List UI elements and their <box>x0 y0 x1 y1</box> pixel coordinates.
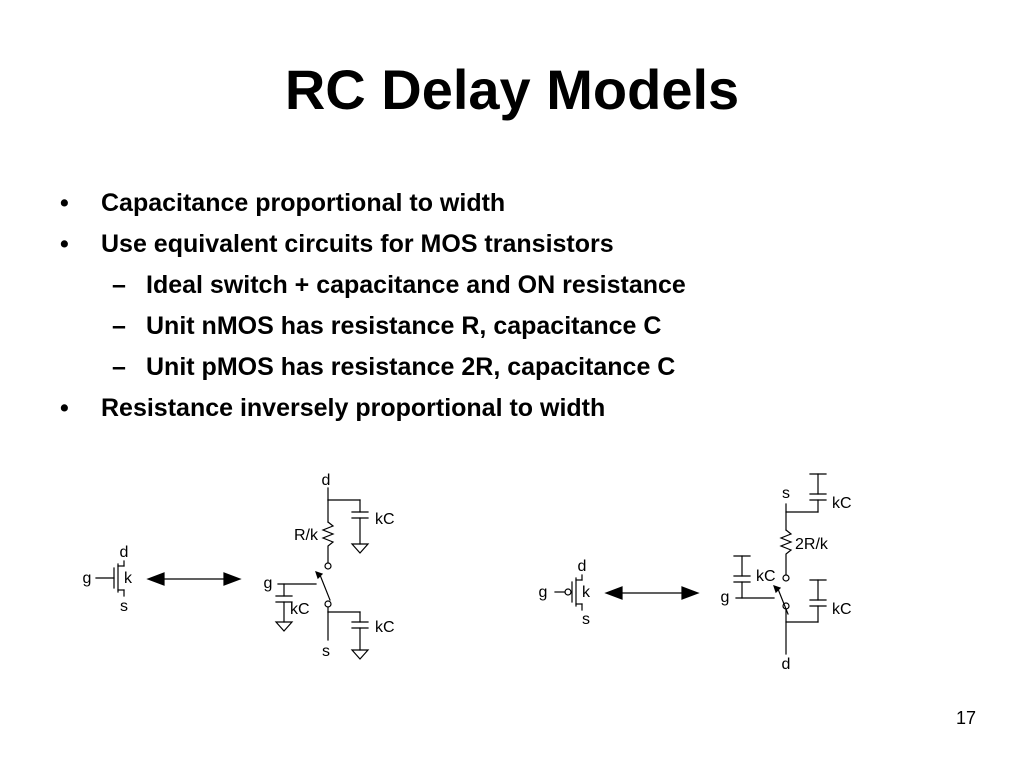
nmos-width-label: k <box>124 570 133 587</box>
nmos-eq-resistance-label: R/k <box>294 527 319 544</box>
pmos-eq-source-cap-label: kC <box>832 495 852 512</box>
nmos-eq-drain-label: d <box>322 472 331 489</box>
nmos-eq-source-cap-label: kC <box>375 619 395 636</box>
bullet-marker: • <box>60 189 69 217</box>
sub-bullet-text: Unit nMOS has resistance R, capacitance … <box>146 312 662 340</box>
pmos-transistor-symbol <box>554 574 583 611</box>
pmos-eq-resistance-label: 2R/k <box>795 536 829 553</box>
pmos-eq-gate-cap-label: kC <box>756 568 776 585</box>
pmos-drain-label: d <box>578 558 587 575</box>
nmos-eq-source-label: s <box>322 643 330 660</box>
page-number: 17 <box>955 708 976 728</box>
pmos-source-label: s <box>582 611 590 628</box>
bullet-marker: • <box>60 394 69 422</box>
sub-bullet-marker: – <box>112 312 126 340</box>
pmos-equivalent-circuit <box>733 473 827 655</box>
sub-bullet-text: Unit pMOS has resistance 2R, capacitance… <box>146 353 676 381</box>
pmos-eq-gate-label: g <box>721 589 730 606</box>
nmos-gate-label: g <box>83 570 92 587</box>
nmos-eq-gate-cap-label: kC <box>290 601 310 618</box>
nmos-drain-label: d <box>120 544 129 561</box>
pmos-gate-label: g <box>539 584 548 601</box>
pmos-equivalence-arrow <box>604 586 700 600</box>
nmos-eq-gate-label: g <box>264 575 273 592</box>
bullet-marker: • <box>60 230 69 258</box>
pmos-eq-drain-label: d <box>782 656 791 673</box>
nmos-eq-drain-cap-label: kC <box>375 511 395 528</box>
slide-title: RC Delay Models <box>284 58 740 121</box>
nmos-equivalence-arrow <box>146 572 242 586</box>
pmos-width-label: k <box>582 584 591 601</box>
sub-bullet-marker: – <box>112 353 126 381</box>
nmos-equivalent-circuit <box>274 487 370 660</box>
sub-bullet-marker: – <box>112 271 126 299</box>
bullet-text: Use equivalent circuits for MOS transist… <box>101 230 614 258</box>
sub-bullet-text: Ideal switch + capacitance and ON resist… <box>146 271 686 299</box>
bullet-text: Capacitance proportional to width <box>101 189 506 217</box>
pmos-eq-source-label: s <box>782 485 790 502</box>
pmos-eq-drain-cap-label: kC <box>832 601 852 618</box>
nmos-transistor-symbol <box>95 560 125 597</box>
bullet-text: Resistance inversely proportional to wid… <box>101 394 606 422</box>
nmos-source-label: s <box>120 598 128 615</box>
